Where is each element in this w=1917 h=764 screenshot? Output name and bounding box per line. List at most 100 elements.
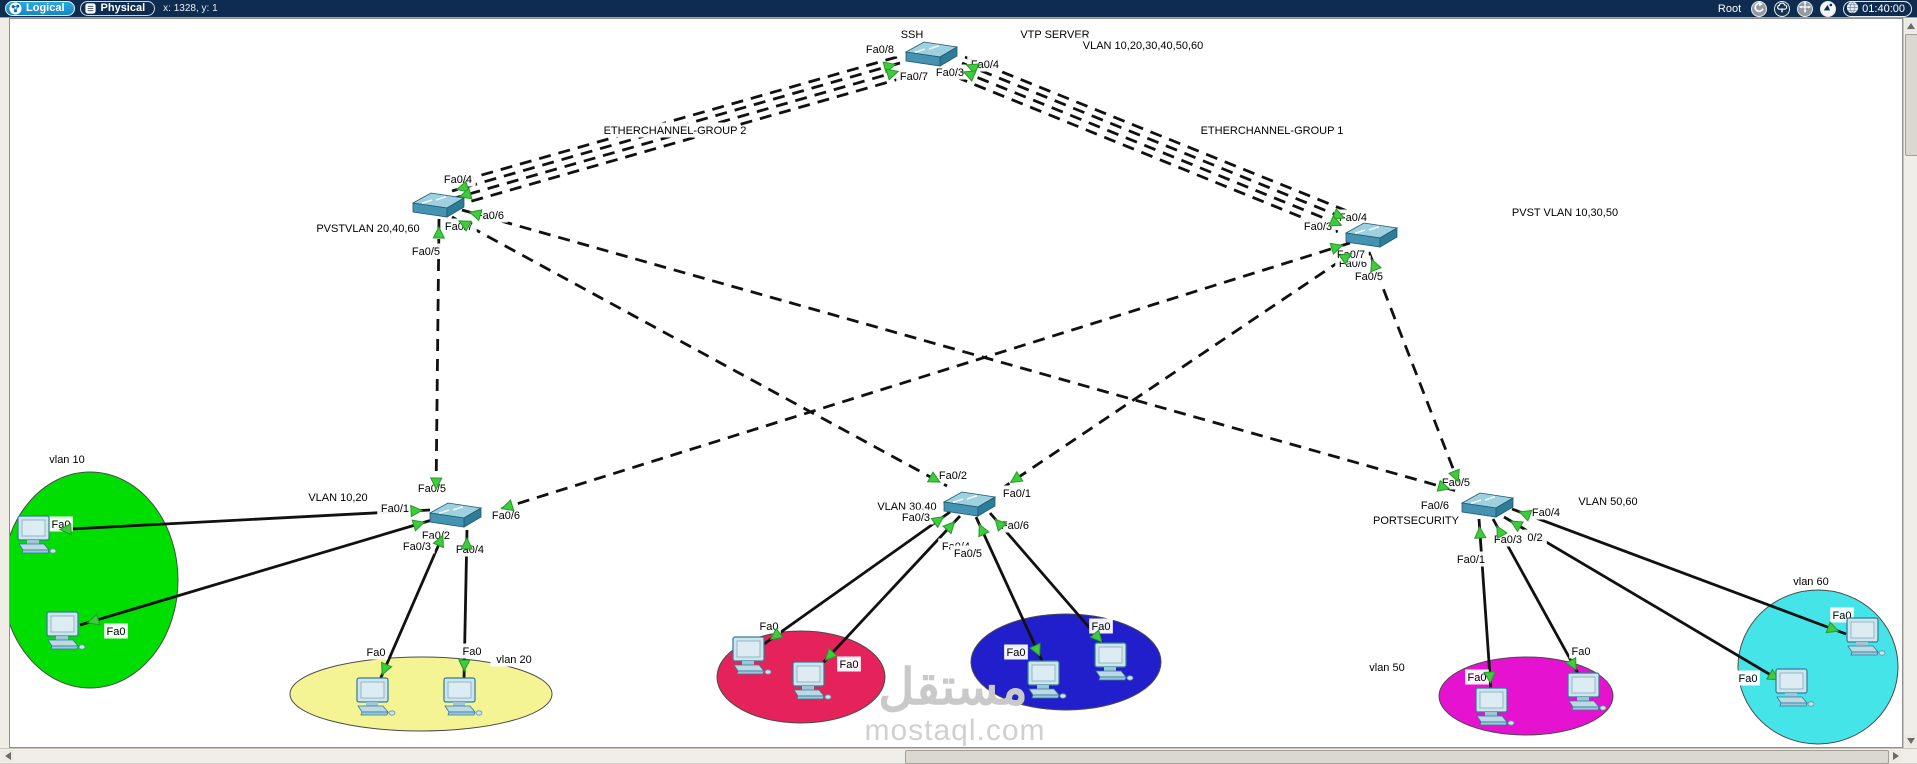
port-label: Fa0/1: [377, 501, 413, 516]
svg-text:Fa0/5: Fa0/5: [418, 483, 446, 495]
port-label: Fa0: [1736, 671, 1760, 686]
tab-logical-label: Logical: [26, 3, 65, 14]
back-button[interactable]: [1751, 1, 1767, 17]
svg-text:PVST VLAN 10,30,50: PVST VLAN 10,30,50: [1512, 207, 1618, 219]
tab-logical[interactable]: Logical: [5, 1, 75, 16]
link-trunk[interactable]: [436, 219, 439, 497]
zone-label-vlan50[interactable]: vlan 50: [1363, 660, 1410, 675]
svg-text:Fa0/5: Fa0/5: [412, 246, 440, 258]
port-label: Fa0/8: [862, 42, 898, 57]
top-toolbar: Logical Physical x: 1328, y: 1 Root 01:4…: [0, 0, 1917, 18]
svg-text:vlan 20: vlan 20: [496, 654, 531, 666]
link-etherchannel-group1[interactable]: [962, 63, 1349, 220]
link-trunk[interactable]: [494, 243, 1350, 511]
environment-button[interactable]: [1774, 1, 1790, 17]
annotation-label[interactable]: PVST VLAN 10,30,50: [1509, 205, 1621, 220]
annotation-label[interactable]: ETHERCHANNEL-GROUP 2: [604, 123, 747, 138]
switch-dist-right[interactable]: [1346, 223, 1397, 247]
switch-dist-left[interactable]: [413, 193, 464, 217]
port-label: Fa0/3: [1490, 532, 1526, 547]
link-up-arrow-icon: [974, 522, 989, 537]
switch-access-left[interactable]: [430, 503, 481, 527]
link-trunk[interactable]: [462, 210, 1457, 491]
simulation-clock[interactable]: 01:40:00: [1843, 1, 1912, 17]
annotation-label[interactable]: VLAN 10,20,30,40,50,60: [1075, 38, 1211, 53]
annotation-label[interactable]: VLAN 50,60: [1576, 494, 1641, 509]
svg-text:Fa0/1: Fa0/1: [1003, 488, 1031, 500]
annotation-label[interactable]: PVSTVLAN 20,40,60: [315, 221, 421, 236]
vertical-scrollbar[interactable]: [1903, 18, 1917, 748]
tab-physical[interactable]: Physical: [80, 1, 156, 16]
watermark-site: mostaql.com: [864, 714, 1045, 748]
zone-ellipse-vlan60[interactable]: [1738, 590, 1898, 744]
svg-text:vlan 10: vlan 10: [49, 454, 84, 466]
pan-button[interactable]: [1797, 1, 1813, 17]
scroll-right-button[interactable]: [1889, 750, 1902, 762]
svg-text:ETHERCHANNEL-GROUP 1: ETHERCHANNEL-GROUP 1: [1201, 125, 1344, 137]
vertical-scroll-thumb[interactable]: [1905, 34, 1917, 156]
svg-text:Fa0/1: Fa0/1: [381, 503, 409, 515]
link-etherchannel-group1[interactable]: [959, 70, 1346, 227]
svg-text:vlan 50: vlan 50: [1369, 662, 1404, 674]
port-label: Fa0/5: [408, 244, 444, 259]
watermark-logo: مستقل: [878, 658, 1028, 716]
zone-ellipse-vlan20[interactable]: [290, 657, 552, 731]
switch-core-ssh-vtp[interactable]: [906, 42, 957, 66]
svg-text:vlan 60: vlan 60: [1793, 576, 1828, 588]
port-label: Fa0/3: [932, 65, 968, 80]
port-label: Fa0/5: [950, 546, 986, 561]
horizontal-scrollbar[interactable]: [0, 748, 1917, 763]
svg-text:PORTSECURITY: PORTSECURITY: [1373, 515, 1460, 527]
globe-clock-icon: [1846, 1, 1859, 17]
annotation-label[interactable]: VLAN 10,20: [306, 490, 371, 505]
port-label: Fa0: [364, 645, 388, 660]
background-image-button[interactable]: [1820, 1, 1836, 17]
zone-label-vlan20[interactable]: vlan 20: [490, 652, 537, 667]
link-trunk[interactable]: [1004, 249, 1358, 487]
annotation-label[interactable]: PORTSECURITY: [1373, 513, 1460, 528]
svg-text:Fa0/1: Fa0/1: [1457, 554, 1485, 566]
svg-text:Fa0: Fa0: [367, 647, 386, 659]
zone-label-vlan60[interactable]: vlan 60: [1787, 574, 1834, 589]
scroll-up-button[interactable]: [1905, 19, 1917, 32]
port-label: Fa0/3: [399, 539, 435, 554]
port-label: Fa0/5: [1351, 269, 1387, 284]
zone-ellipse-vlan10[interactable]: [9, 472, 178, 688]
scroll-left-button[interactable]: [1, 750, 14, 762]
down-arrow-icon: [1907, 738, 1915, 744]
svg-text:VLAN 10,20: VLAN 10,20: [308, 492, 367, 504]
tab-physical-label: Physical: [101, 3, 146, 14]
port-label: Fa0/1: [1453, 552, 1489, 567]
svg-text:Fa0/5: Fa0/5: [954, 548, 982, 560]
link-trunk[interactable]: [1369, 252, 1461, 489]
clock-value: 01:40:00: [1862, 3, 1905, 15]
horizontal-scroll-thumb[interactable]: [905, 750, 1889, 764]
svg-text:Fa0: Fa0: [1572, 646, 1591, 658]
svg-text:0/2: 0/2: [1527, 532, 1542, 544]
svg-text:PVSTVLAN 20,40,60: PVSTVLAN 20,40,60: [316, 223, 419, 235]
link-access[interactable]: [1512, 509, 1846, 634]
svg-text:Fa0/6: Fa0/6: [1001, 520, 1029, 532]
move-cross-icon: [1799, 0, 1811, 18]
link-access[interactable]: [764, 512, 950, 644]
annotation-label[interactable]: SSH: [900, 27, 924, 42]
image-mountain-icon: [1822, 0, 1834, 18]
port-label: Fa0: [460, 644, 484, 659]
switch-access-right[interactable]: [1462, 493, 1513, 517]
link-etherchannel-group2[interactable]: [450, 57, 897, 184]
undo-arrow-icon: [1753, 0, 1765, 18]
link-etherchannel-group1[interactable]: [956, 77, 1343, 234]
link-up-arrow-icon: [411, 505, 423, 517]
svg-text:Fa0/6: Fa0/6: [492, 510, 520, 522]
scroll-down-button[interactable]: [1905, 734, 1917, 747]
svg-text:Fa0/7: Fa0/7: [900, 71, 928, 83]
port-label: Fa0: [837, 657, 861, 672]
annotation-label[interactable]: ETHERCHANNEL-GROUP 1: [1201, 123, 1344, 138]
switch-access-mid[interactable]: [944, 492, 995, 516]
link-etherchannel-group2[interactable]: [458, 77, 906, 205]
zone-label-vlan10[interactable]: vlan 10: [43, 452, 90, 467]
svg-text:Fa0/3: Fa0/3: [403, 541, 431, 553]
logical-topology-icon: [9, 2, 22, 15]
